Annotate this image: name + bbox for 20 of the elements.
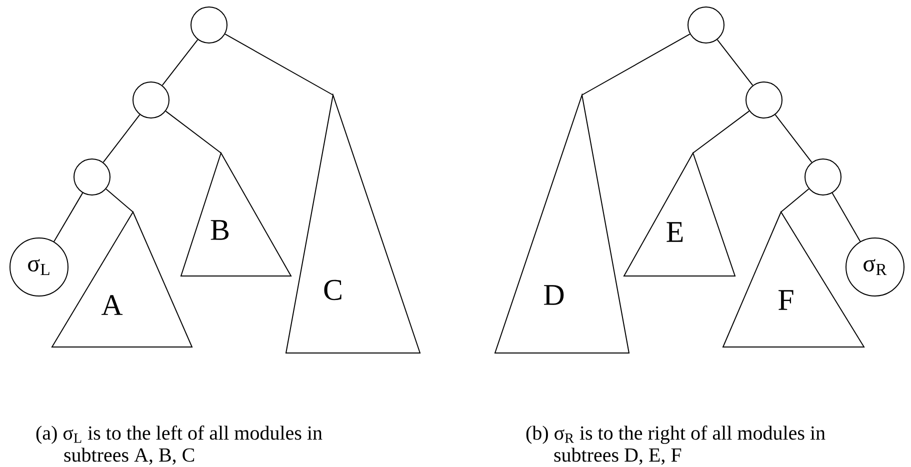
tree-edge [832,192,861,242]
tree-edge [780,188,810,212]
tree-edge [224,34,334,96]
caption: (a) σ$_{L}$ is to the left of all modules in subtrees A, B, C [36,426,322,465]
tree-edge [582,34,690,96]
tree-edge [716,39,754,86]
tree-edge [162,39,198,86]
tree-node-circle [74,158,110,196]
tree-node-circle [190,6,228,44]
tree-edge [774,114,812,163]
tree-edge [692,110,750,154]
tree-edge [165,110,222,154]
tree-node-circle [132,82,170,118]
tree-node-circle [804,158,842,196]
caption: (b) σ$_{R}$ is to the right of all modules in subtrees D, E, F [526,426,826,465]
tree-edge [106,188,134,212]
tree-edge [102,114,140,163]
tree-node-circle [746,82,782,118]
tree-edge [53,192,84,242]
tree-node-circle [688,6,724,44]
